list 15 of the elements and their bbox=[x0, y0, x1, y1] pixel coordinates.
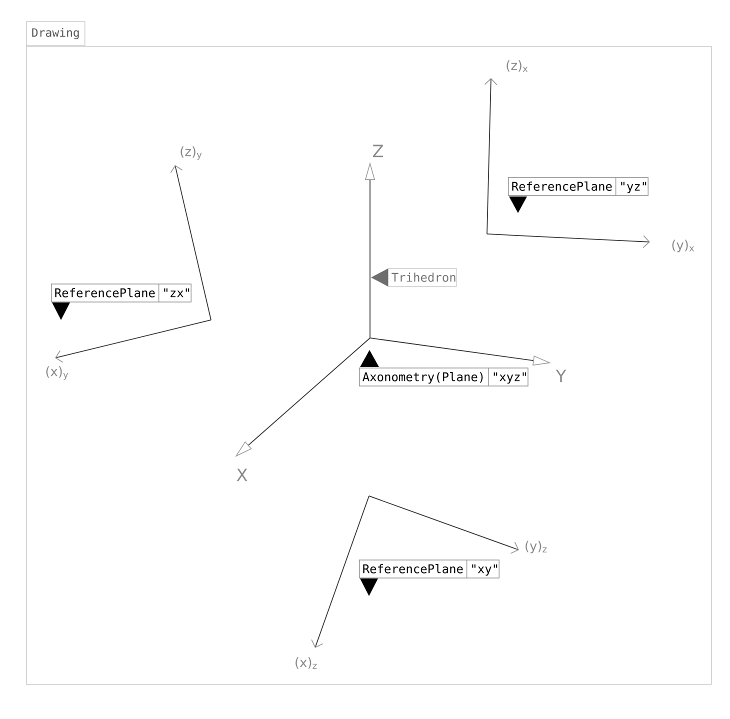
axis-label: (y)$_{z}$ bbox=[526, 540, 547, 554]
axis-label: Z bbox=[372, 144, 384, 158]
axis-label: (x)$_{z}$ bbox=[296, 657, 317, 669]
axis-label: Y bbox=[556, 370, 566, 382]
tag-box: Axonometry(Plane) "xyz" bbox=[359, 368, 528, 386]
axis-label: (x)$_{y}$ bbox=[46, 366, 68, 380]
axis-label: (z)$_{y}$ bbox=[180, 146, 202, 160]
axis-label: (y)$_{x}$ bbox=[672, 240, 694, 252]
tab-label: Drawing bbox=[26, 21, 86, 46]
tag-box: ReferencePlane "zx" bbox=[51, 284, 192, 302]
tag-box: ReferencePlane "xy" bbox=[359, 560, 500, 578]
tag-box: Trihedron bbox=[388, 268, 457, 287]
axis-label: (z)$_{x}$ bbox=[506, 60, 528, 72]
tag-box: ReferencePlane "yz" bbox=[508, 177, 648, 196]
axis-label: X bbox=[236, 468, 248, 482]
